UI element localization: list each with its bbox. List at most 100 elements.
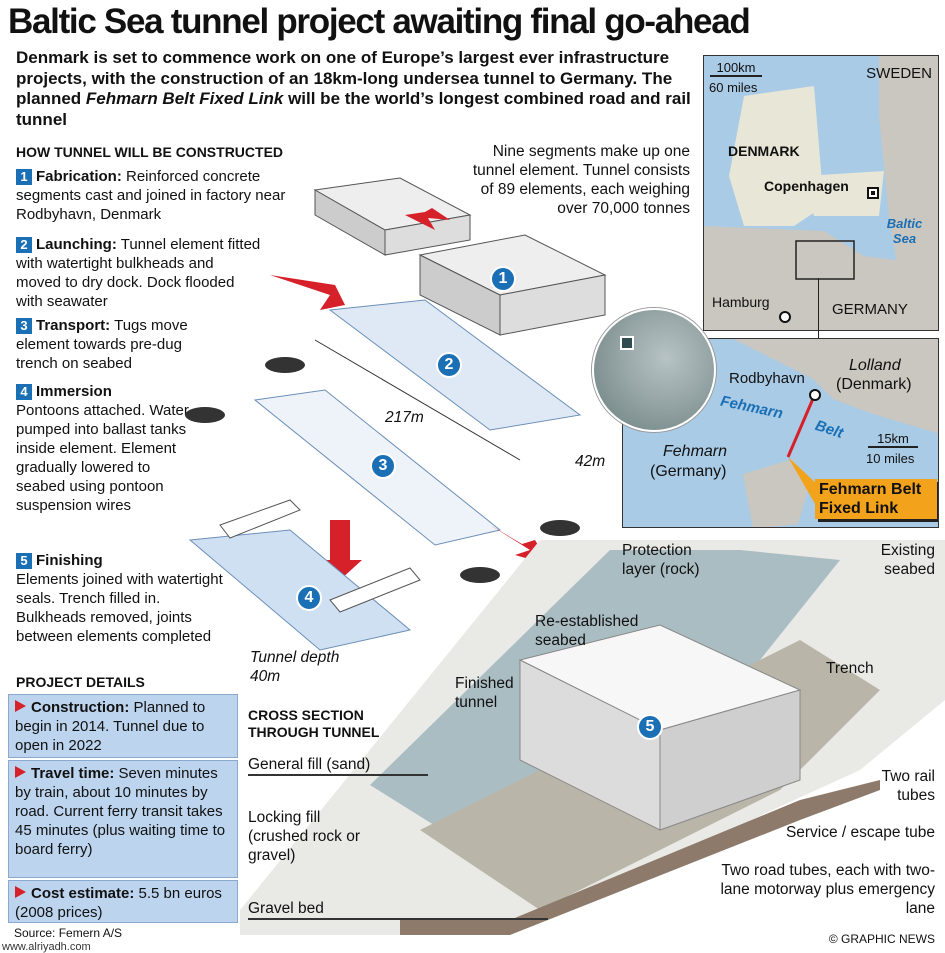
step-text: Elements joined with watertight seals. T… — [16, 571, 223, 645]
intro-emphasis: Fehmarn Belt Fixed Link — [85, 89, 284, 108]
label-sweden: SWEDEN — [866, 65, 932, 82]
map-land — [733, 339, 938, 527]
depth-label: Tunnel depth 40m — [250, 649, 340, 685]
badge-4: 4 — [296, 585, 322, 611]
step-title: Fabrication: — [36, 168, 122, 185]
label-germany: GERMANY — [832, 301, 908, 318]
label-protection: Protection layer (rock) — [622, 542, 700, 578]
intro-part1: Denmark is set to commence work on one o… — [16, 48, 673, 108]
triangle-bullet-icon — [15, 886, 26, 898]
detail-title: Construction: — [31, 699, 130, 716]
element-block — [418, 234, 607, 336]
step-text: Reinforced concrete segments cast and jo… — [16, 168, 286, 223]
project-heading: PROJECT DETAILS — [16, 674, 145, 690]
credit: © GRAPHIC NEWS — [828, 932, 935, 946]
badge-5: 5 — [637, 714, 663, 740]
length-label: 217m — [385, 409, 424, 426]
detail-text: 5.5 bn euros (2008 prices) — [15, 885, 222, 921]
label-rail: Two rail tubes — [881, 768, 935, 804]
label-reestablished: Re-established seabed — [535, 613, 639, 649]
detail-construction: Construction: Planned to begin in 2014. … — [8, 694, 238, 758]
tug-boat — [185, 407, 225, 423]
arrow-red — [270, 275, 345, 310]
cross-section-heading: CROSS SECTION THROUGH TUNNEL — [248, 707, 380, 740]
badge-3: 3 — [370, 453, 396, 479]
label-denmark: DENMARK — [728, 143, 800, 159]
scale-miles: 60 miles — [709, 80, 758, 95]
label-service: Service / escape tube — [785, 824, 935, 841]
step-title: Transport: — [36, 317, 111, 334]
length-arrow — [314, 339, 521, 461]
step-number: 1 — [16, 169, 32, 185]
label-gravel: Gravel bed — [248, 899, 548, 920]
tug-boat — [265, 357, 305, 373]
label-trench: Trench — [826, 660, 874, 677]
scale-km: 15km — [868, 431, 918, 448]
triangle-bullet-icon — [15, 700, 26, 712]
label-copenhagen: Copenhagen — [764, 178, 849, 194]
step-text: Pontoons attached. Water pumped into bal… — [16, 402, 189, 514]
step-title: Finishing — [36, 552, 103, 569]
tunnel-route — [786, 393, 817, 458]
scale-km: 100km — [710, 60, 762, 77]
map-denmark: 100km 60 miles SWEDEN DENMARK Copenhagen… — [703, 55, 939, 331]
map-fehmarn: Rodbyhavn Lolland (Denmark) Fehmarn Belt… — [622, 338, 939, 528]
detail-title: Cost estimate: — [31, 885, 135, 902]
connector-line — [818, 278, 819, 338]
detail-cost: Cost estimate: 5.5 bn euros (2008 prices… — [8, 880, 238, 923]
label-lolland-country: (Denmark) — [836, 376, 912, 393]
detail-text: Planned to begin in 2014. Tunnel due to … — [15, 699, 206, 754]
label-road: Two road tubes, each with two-lane motor… — [720, 862, 935, 917]
label-finished: Finished tunnel — [455, 675, 514, 711]
capital-marker-icon — [867, 187, 879, 199]
label-lolland: Lolland — [849, 357, 901, 374]
locator-box — [620, 336, 634, 350]
width-label: 42m — [575, 453, 606, 470]
step-text: Tunnel element fitted with watertight bu… — [16, 236, 261, 310]
scale-miles: 10 miles — [866, 451, 915, 466]
tug-boat — [540, 520, 580, 536]
map-land — [704, 56, 938, 330]
watermark: www.alriyadh.com — [2, 941, 91, 953]
pontoon — [219, 499, 301, 539]
step-number: 2 — [16, 237, 32, 253]
intro-text: Denmark is set to commence work on one o… — [16, 48, 696, 130]
step-number: 4 — [16, 384, 32, 400]
badge-1: 1 — [490, 266, 516, 292]
label-general-fill: General fill (sand) — [248, 755, 428, 776]
step-number: 3 — [16, 318, 32, 334]
cross-section-illustration — [240, 540, 945, 935]
label-baltic: Baltic Sea — [886, 216, 923, 246]
detail-title: Travel time: — [31, 765, 115, 782]
detail-travel: Travel time: Seven minutes by train, abo… — [8, 760, 238, 878]
label-hamburg: Hamburg — [712, 294, 770, 310]
city-marker-icon — [809, 389, 821, 401]
how-heading: HOW TUNNEL WILL BE CONSTRUCTED — [16, 144, 284, 160]
label-existing: Existing seabed — [880, 542, 935, 578]
label-locking-fill: Locking fill (crushed rock or gravel) — [248, 809, 360, 864]
step-title: Launching: — [36, 236, 117, 253]
pontoon — [329, 567, 421, 613]
step-title: Immersion — [36, 383, 112, 400]
triangle-bullet-icon — [15, 766, 26, 778]
page-title: Baltic Sea tunnel project awaiting final… — [8, 2, 751, 41]
label-fehmarn-country: (Germany) — [650, 463, 727, 480]
badge-2: 2 — [436, 352, 462, 378]
detail-text: Seven minutes by train, about 10 minutes… — [15, 765, 226, 858]
arrow-red — [405, 208, 450, 230]
callout-fixed-link: Fehmarn Belt Fixed Link — [815, 479, 937, 519]
source: Source: Femern A/S — [14, 926, 123, 940]
city-marker-icon — [779, 311, 791, 323]
label-fehmarn: Fehmarn — [663, 443, 728, 460]
label-rodbyhavn: Rodbyhavn — [729, 370, 805, 387]
step-number: 5 — [16, 553, 32, 569]
intro-part2: will be the world’s longest combined roa… — [16, 89, 691, 129]
globe-icon — [592, 308, 716, 432]
segment-block-1 — [313, 177, 472, 256]
tug-boat — [460, 567, 500, 583]
